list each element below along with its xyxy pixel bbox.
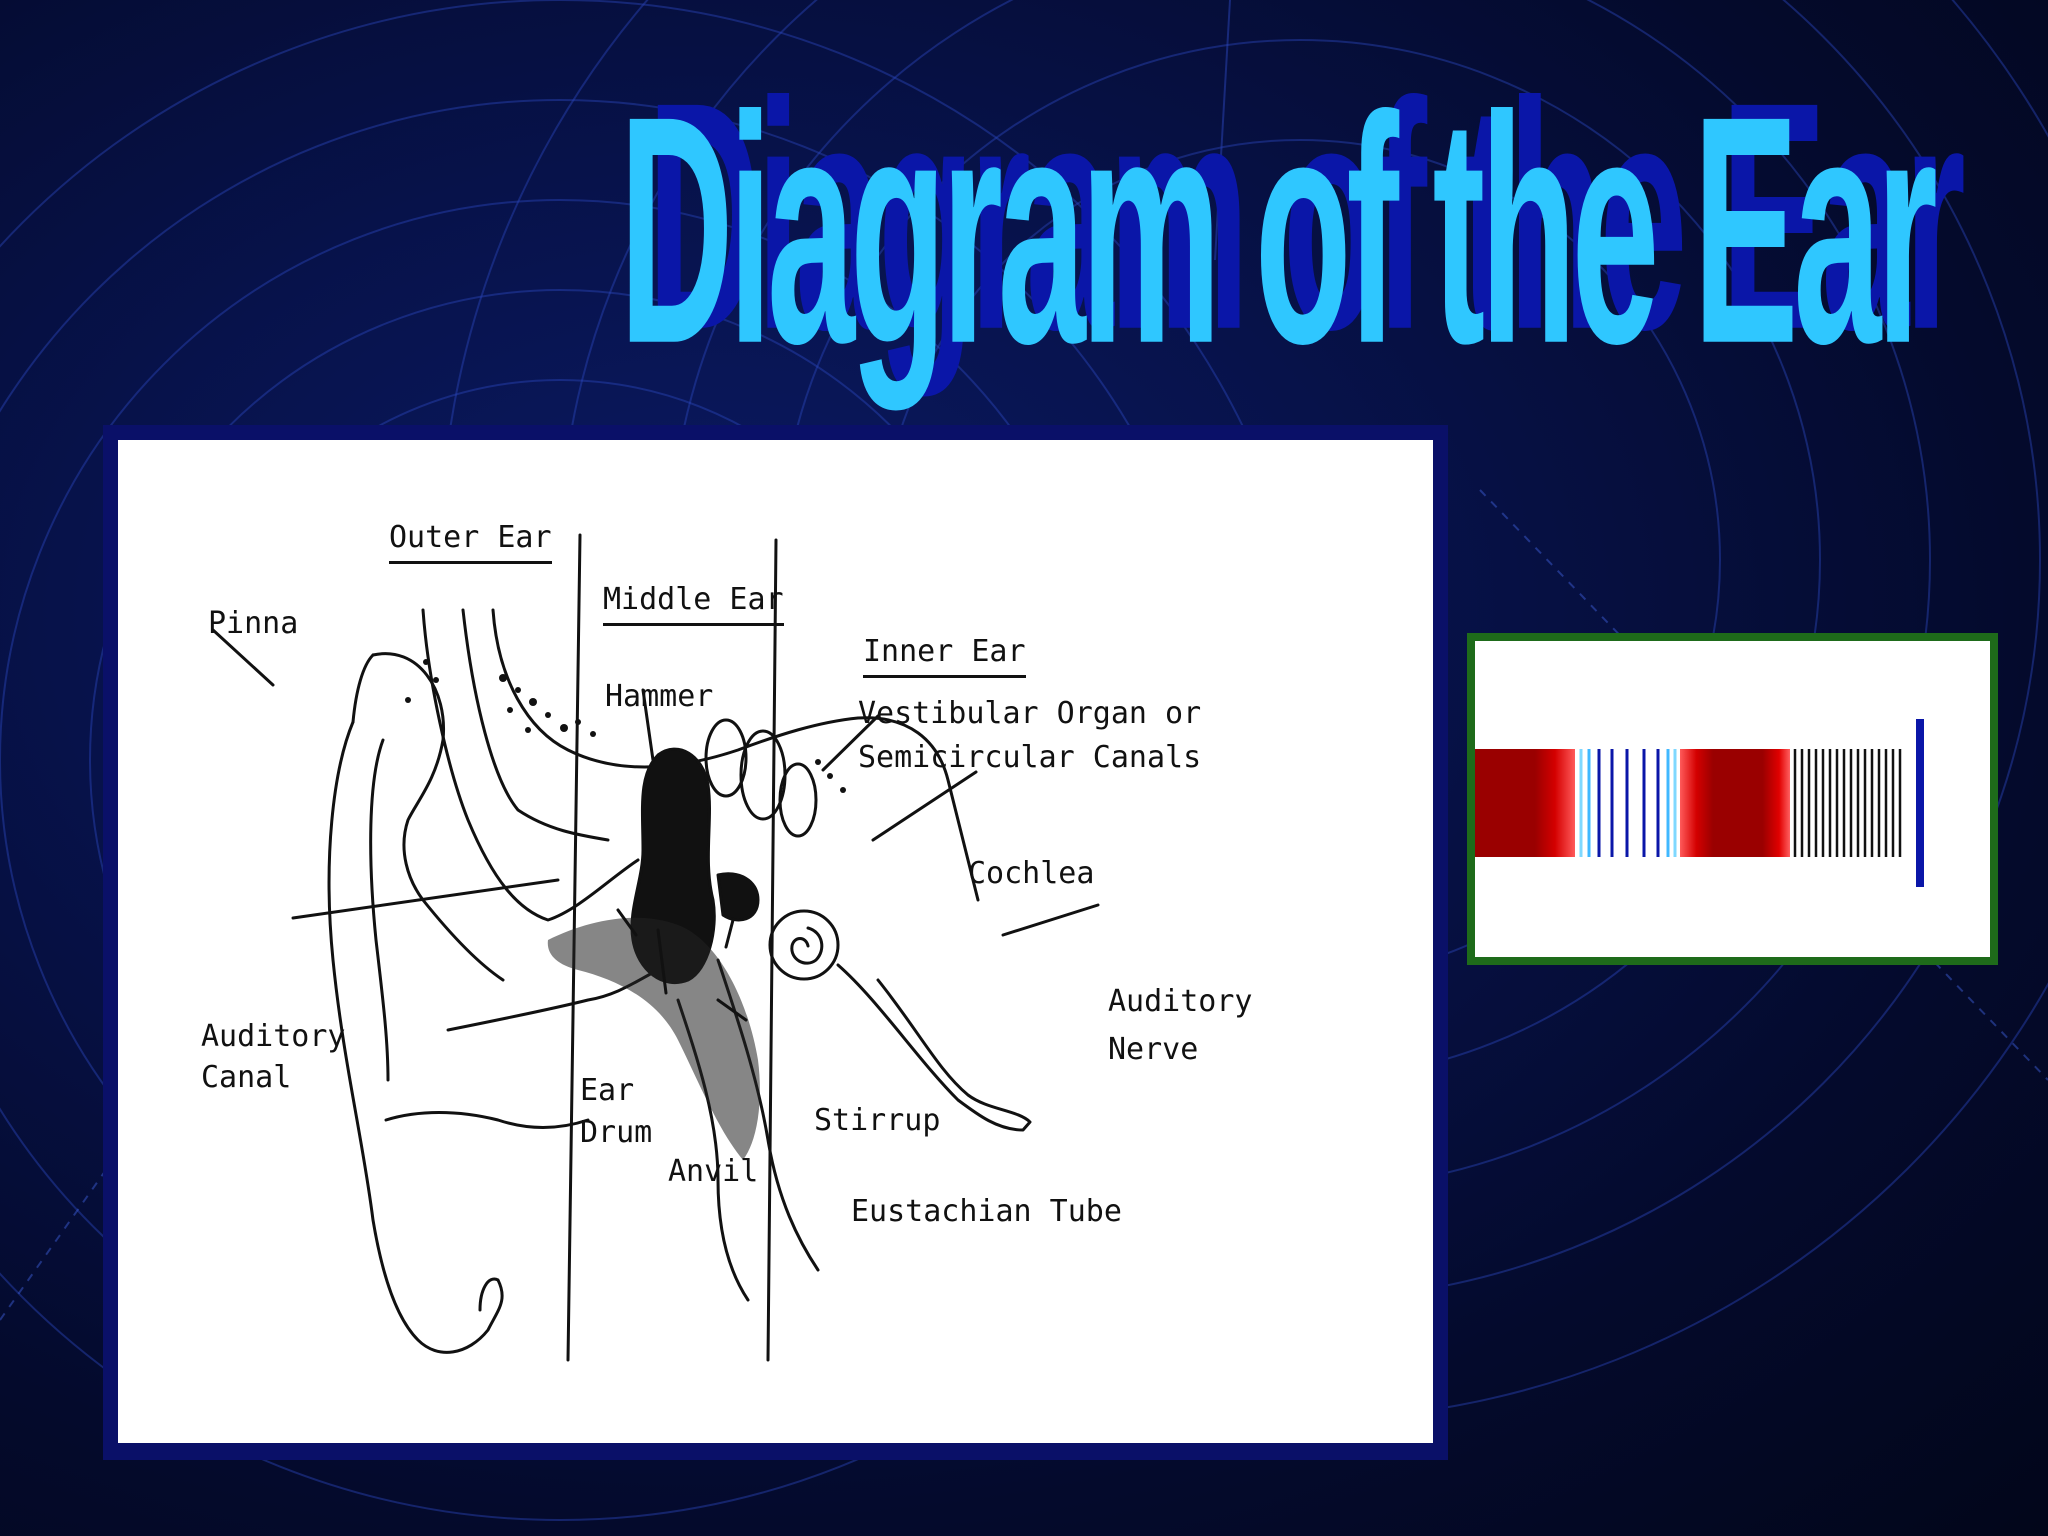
inner-ear-header: Inner Ear: [863, 634, 1026, 678]
sound-wave-panel: [1475, 641, 1990, 957]
title-front: Diagram of the Ear: [619, 50, 1938, 412]
label-anvil: Anvil: [668, 1154, 759, 1189]
middle-ear-header: Middle Ear: [603, 582, 784, 626]
label-hammer: Hammer: [605, 679, 714, 714]
sound-wave-frame: [1467, 633, 1998, 965]
label-vestibular-organ: Vestibular Organ or Semicircular Canals: [858, 696, 1202, 775]
label-stirrup: Stirrup: [814, 1103, 941, 1138]
sound-wave-graphic: [1475, 719, 1924, 887]
label-eustachian-tube: Eustachian Tube: [851, 1194, 1122, 1229]
title-shadow: Diagram of the Ear: [647, 36, 1966, 398]
label-cochlea: Cochlea: [968, 856, 1095, 891]
label-auditory-nerve: Auditory Nerve: [1108, 984, 1253, 1067]
label-ear-drum: Ear Drum: [580, 1073, 653, 1150]
ear-diagram-frame: Outer Ear Middle Ear Inner Ear Pinna Ham…: [103, 425, 1448, 1460]
ear-diagram-panel: Outer Ear Middle Ear Inner Ear Pinna Ham…: [118, 440, 1433, 1443]
slide-title: Diagram of the Ear Diagram of the Ear: [540, 50, 1966, 450]
outer-ear-header: Outer Ear: [389, 520, 552, 564]
label-auditory-canal: Auditory Canal: [201, 1019, 346, 1095]
ear-drawing: [211, 533, 1100, 1362]
label-pinna: Pinna: [208, 606, 299, 641]
